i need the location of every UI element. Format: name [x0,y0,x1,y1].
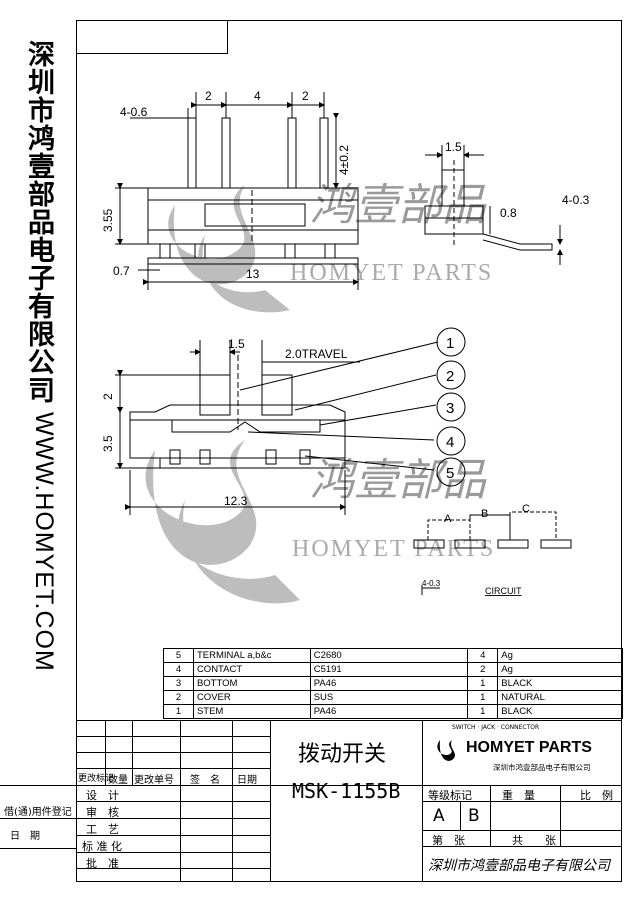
drawing-frame [76,20,622,882]
callout-3: 3 [446,400,454,417]
circuit-label-b: B [481,508,488,520]
date-label: 日 期 [10,831,40,842]
front-view [115,327,466,515]
grade-a: A [433,806,445,826]
dim-13: 13 [246,267,260,281]
dim-0.7: 0.7 [113,264,130,278]
dim-2-front: 2 [101,393,115,400]
callout-1: 1 [446,335,454,352]
role-standard: 标 准 化 [82,840,122,853]
dim-3.55: 3.55 [101,208,115,232]
product-name: 拨动开关 [298,742,387,767]
side-view [424,145,563,265]
brand-name: HOMYET PARTS [466,739,592,756]
brand-logo-icon [437,740,455,761]
website-vertical: WWW.HOMYET.COM [30,412,58,672]
sheet-label: 第 张 [432,834,465,847]
callout-4: 4 [446,434,454,451]
rev-header-mark: 更改标记 [78,774,115,784]
circuit-note: 4-0.3 [422,579,441,588]
dim-2-left: 2 [205,89,212,103]
rev-header-date: 日期 [237,775,257,786]
dim-4-0.3: 4-0.3 [562,193,590,207]
dim-4-center: 4 [254,89,261,103]
circuit-title: CIRCUIT [485,586,522,596]
dim-2-right: 2 [302,89,309,103]
rev-header-no: 更改单号 [134,775,174,786]
grade-b: B [468,806,480,826]
role-design: 设 计 [86,789,119,802]
scale-label: 比 例 [580,789,613,802]
role-review: 审 核 [86,806,119,819]
callout-2: 2 [446,368,454,385]
dim-1.5-front: 1.5 [228,337,245,351]
brand-cn: 深圳市鸿壹部品电子有限公司 [493,763,591,772]
dim-4-0.6: 4-0.6 [120,105,148,119]
total-sheets-label: 共 张 [512,834,556,847]
rev-header-sign: 签 名 [190,775,220,786]
top-view [115,92,359,290]
rev-header-qty: 数量 [108,775,128,786]
watermark-logo-bottom [145,440,300,604]
callout-5: 5 [446,465,454,482]
dim-12.3: 12.3 [224,494,248,508]
top-left-title-box [76,20,228,54]
watermark-cn-bottom: 鸿壹部品 [310,455,487,506]
dim-travel: 2.0TRAVEL [285,347,348,361]
watermark-logo-top [168,185,290,313]
dim-1.5-side: 1.5 [445,140,462,154]
dim-0.8: 0.8 [500,206,517,220]
circuit-label-a: A [444,513,452,525]
part-number: MSK-1155B [292,779,401,803]
circuit-diagram [413,511,572,595]
brand-tagline: SWITCH · JACK · CONNECTOR [452,724,540,731]
role-process: 工 艺 [86,823,119,836]
dim-3.5: 3.5 [101,435,115,452]
grade-label: 等级标记 [428,789,472,802]
company-name-vertical: 深圳市鸿壹部品电子有限公司 [23,40,54,404]
circuit-label-c: C [522,503,530,515]
role-approve: 批 准 [86,857,119,870]
signature-stamp: 深圳市鸿壹部品电子有限公司 [428,858,610,874]
dim-4pm0.2: 4±0.2 [337,145,351,175]
borrow-register-label: 借(通)用件登记 [4,807,72,818]
weight-label: 重 量 [502,789,535,802]
